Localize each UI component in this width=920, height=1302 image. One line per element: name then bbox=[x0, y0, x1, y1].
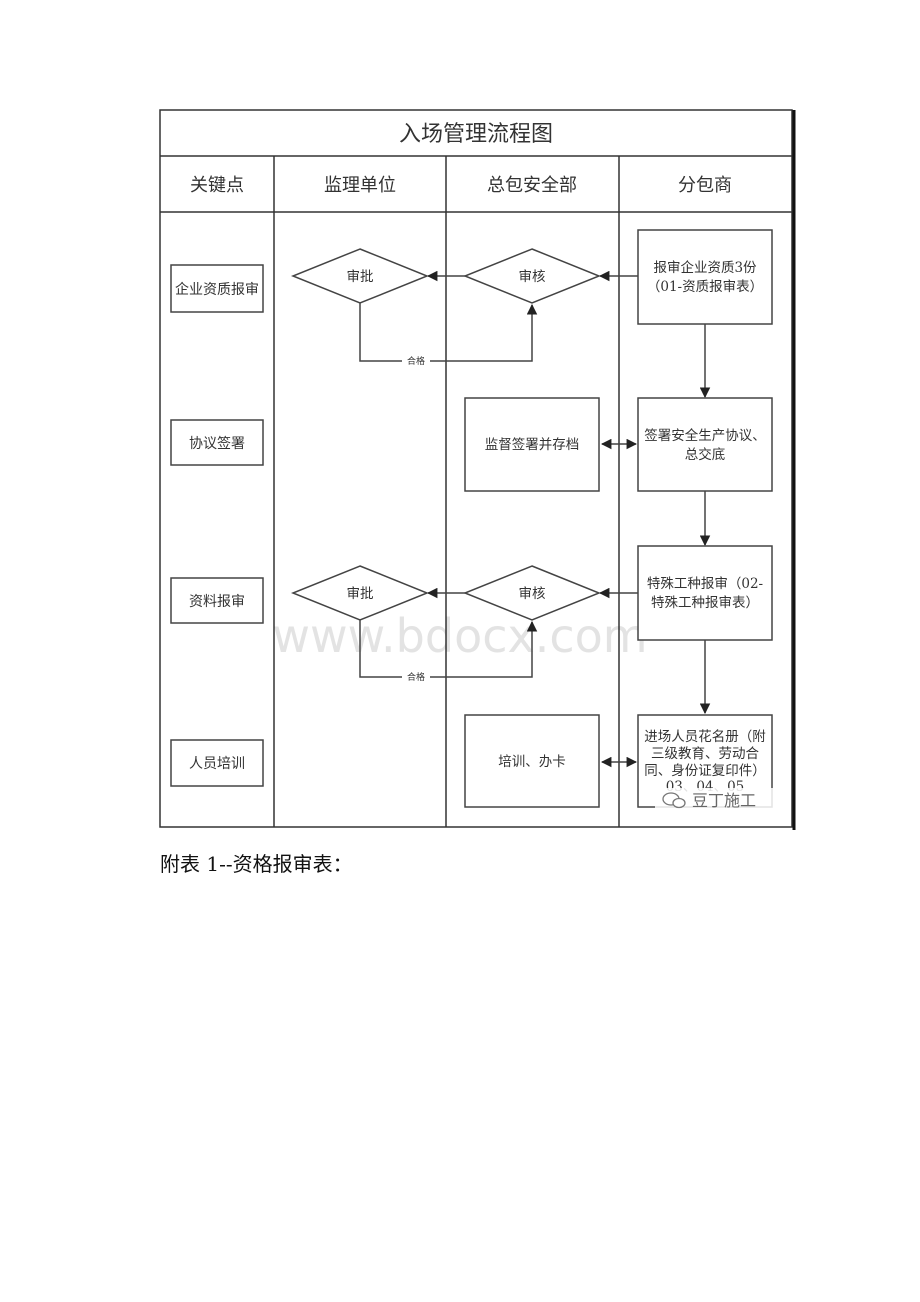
column-header-key-points: 关键点 bbox=[190, 175, 244, 196]
review-diamond-1 bbox=[462, 248, 602, 304]
subcontractor-box-4-line-2: 三级教育、劳动合 bbox=[651, 746, 759, 762]
pass-label-bg-1 bbox=[402, 355, 430, 367]
subcontractor-box-1 bbox=[637, 229, 773, 325]
subcontractor-box-2-line-2: 总交底 bbox=[685, 446, 726, 463]
column-header-supervisor: 监理单位 bbox=[324, 175, 396, 196]
key-point-4: 人员培训 bbox=[189, 756, 245, 772]
key-point-3: 资料报审 bbox=[189, 594, 245, 610]
general-contractor-box-4 bbox=[464, 714, 600, 808]
subcontractor-box-4-line-1: 进场人员花名册（附 bbox=[644, 729, 766, 745]
subcontractor-box-2-line-1: 签署安全生产协议、 bbox=[644, 427, 766, 444]
pass-label-2: 合格 bbox=[407, 671, 425, 683]
outer-frame bbox=[159, 109, 793, 828]
arrow-pass-loop-1 bbox=[359, 303, 538, 362]
diagram-title: 入场管理流程图 bbox=[399, 122, 553, 147]
subcontractor-box-2 bbox=[637, 397, 773, 492]
general-contractor-box-4-text: 培训、办卡 bbox=[498, 754, 566, 770]
subcontractor-box-3-line-1: 特殊工种报审（02- bbox=[647, 576, 763, 592]
subcontractor-box-3 bbox=[637, 545, 773, 641]
key-point-2: 协议签署 bbox=[189, 435, 245, 452]
approve-label-1: 审批 bbox=[347, 269, 374, 285]
key-point-box-4 bbox=[170, 739, 264, 787]
logo-text: 豆丁施工 bbox=[692, 791, 756, 810]
pass-label-bg-2 bbox=[402, 671, 430, 683]
subcontractor-box-4-line-3: 同、身份证复印件） bbox=[644, 762, 766, 779]
review-label-1: 审核 bbox=[519, 269, 546, 285]
subcontractor-box-3-line-2: 特殊工种报审表） bbox=[651, 595, 759, 611]
general-contractor-box-2 bbox=[464, 397, 600, 492]
column-header-general-contractor-safety: 总包安全部 bbox=[487, 175, 577, 196]
key-point-box-1 bbox=[170, 264, 264, 313]
subcontractor-box-1-line-2: （01-资质报审表） bbox=[647, 279, 763, 295]
key-point-box-2 bbox=[170, 419, 264, 466]
wechat-icon bbox=[662, 792, 686, 809]
subcontractor-box-1-line-1: 报审企业资质3份 bbox=[653, 259, 757, 276]
general-contractor-box-2-text: 监督签署并存档 bbox=[485, 436, 580, 453]
pass-label-1: 合格 bbox=[407, 355, 425, 367]
review-diamond-2 bbox=[462, 565, 602, 621]
arrow-pass-loop-2 bbox=[359, 620, 538, 678]
approve-label-2: 审批 bbox=[347, 586, 374, 602]
caption: 附表 1--资格报审表： bbox=[160, 852, 353, 876]
watermark: www.bdocx.com bbox=[272, 609, 647, 663]
key-point-1: 企业资质报审 bbox=[175, 281, 259, 298]
column-header-subcontractor: 分包商 bbox=[678, 175, 732, 196]
review-label-2: 审核 bbox=[519, 586, 546, 602]
key-point-box-3 bbox=[170, 577, 264, 624]
